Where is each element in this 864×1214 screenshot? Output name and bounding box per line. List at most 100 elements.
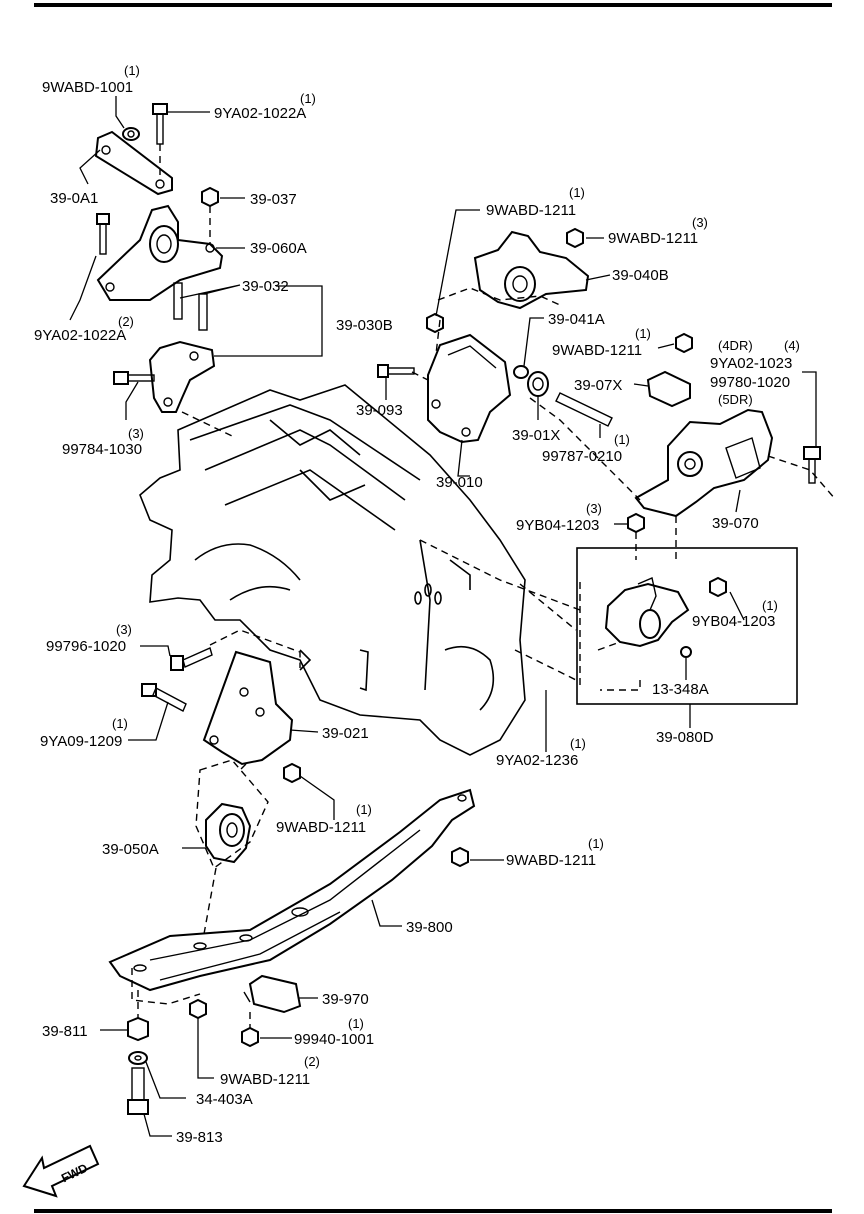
callout-part-number: 39-970 — [322, 991, 369, 1008]
nut-9wabd-1211-left — [426, 312, 444, 334]
bracket-39-970 — [243, 974, 302, 1014]
callout-part-number: 39-032 — [242, 278, 289, 295]
callout-variant-4dr-5dr: (4DR) (4) 9YA02-1023 99780-1020 (5DR) — [710, 338, 800, 407]
callout-39-070: 39-070 — [712, 515, 759, 532]
callout-9yb04-1203-left: (3) 9YB04-1203 — [516, 501, 602, 534]
callout-39-030b: 39-030B — [336, 317, 393, 334]
callout-9ya02-1022a-side: (2) 9YA02-1022A — [34, 314, 134, 344]
damper-39-07x — [646, 370, 691, 408]
callout-qty: (1) — [570, 736, 586, 751]
callout-99784-1030: (3) 99784-1030 — [62, 426, 144, 458]
callout-9wabd-1211-top: (3) 9WABD-1211 — [608, 215, 708, 247]
callout-part-number: 9YA02-1022A — [214, 105, 306, 122]
callout-9wabd-1211-crossmember: (1) 9WABD-1211 — [506, 836, 604, 869]
bracket-39-021 — [202, 650, 294, 766]
callout-qty: (1) — [124, 63, 140, 78]
callout-part-number: 39-041A — [548, 311, 605, 328]
callout-39-010: 39-010 — [436, 474, 483, 491]
callout-39-07x: 39-07X — [574, 377, 622, 394]
callout-9wabd-1211-right: (1) 9WABD-1211 — [552, 326, 651, 359]
leader-lines — [69, 96, 817, 1137]
nut-9wabd-1211-right — [675, 332, 693, 354]
callout-part-number: 99787-0210 — [542, 448, 622, 465]
forward-arrow-icon: FWD — [22, 1144, 100, 1198]
callout-part-number: 39-010 — [436, 474, 483, 491]
callout-part-number: 39-813 — [176, 1129, 223, 1146]
callout-part-number: 34-403A — [196, 1091, 253, 1108]
bolt-9ya02-1022a-top — [152, 103, 168, 145]
callout-part-number: 39-070 — [712, 515, 759, 532]
callout-part-number: 39-021 — [322, 725, 369, 742]
variant-part-alt: 99780-1020 — [710, 374, 790, 391]
callout-39-813: 39-813 — [176, 1129, 223, 1146]
callout-part-number: 39-040B — [612, 267, 669, 284]
callout-part-number: 9WABD-1001 — [42, 79, 133, 96]
callout-part-number: 13-348A — [652, 681, 709, 698]
variant-4dr-label: (4DR) — [718, 338, 753, 353]
callout-part-number: 9WABD-1211 — [276, 819, 366, 836]
mount-39-070 — [634, 408, 774, 518]
callout-39-040b: 39-040B — [612, 267, 669, 284]
bolt-39-093 — [377, 364, 415, 378]
callout-13-348a: 13-348A — [652, 681, 709, 698]
callout-9wabd-1211-left: (1) 9WABD-1211 — [486, 185, 585, 219]
callout-part-number: 39-811 — [42, 1023, 88, 1040]
callout-part-number: 9WABD-1211 — [552, 342, 642, 359]
callout-39-037: 39-037 — [250, 191, 297, 208]
variant-5dr-label: (5DR) — [718, 392, 753, 407]
callout-9wabd-1211-lower: (2) 9WABD-1211 — [220, 1054, 320, 1088]
callout-part-number: 9WABD-1211 — [506, 852, 596, 869]
bolt-9ya09-1209 — [141, 683, 187, 712]
callout-39-970: 39-970 — [322, 991, 369, 1008]
callout-part-number: 39-030B — [336, 317, 393, 334]
variant-part-4dr: 9YA02-1023 — [710, 355, 792, 372]
callout-qty: (3) — [128, 426, 144, 441]
callout-part-number: 9YB04-1203 — [692, 613, 775, 630]
bracket-39-0a1 — [94, 130, 173, 196]
callout-qty: (3) — [116, 622, 132, 637]
callout-9wabd-1001: (1) 9WABD-1001 — [42, 63, 140, 96]
callout-39-01x: 39-01X — [512, 427, 560, 444]
callout-qty: (1) — [112, 716, 128, 731]
callout-part-number: 9YA02-1236 — [496, 752, 578, 769]
callout-part-number: 99940-1001 — [294, 1031, 374, 1048]
callout-qty: (3) — [586, 501, 602, 516]
washer-34-403a — [128, 1051, 148, 1065]
callout-qty: (2) — [304, 1054, 320, 1069]
callout-qty: (2) — [118, 314, 134, 329]
bolt-99787-0210 — [555, 392, 613, 427]
nut-9wabd-1211-top — [566, 227, 584, 249]
callout-39-080d: 39-080D — [656, 729, 714, 746]
washer-39-041a — [513, 365, 529, 379]
nut-99940-1001 — [241, 1026, 259, 1048]
callout-part-number: 9YA02-1022A — [34, 327, 126, 344]
engine-block-outline — [139, 384, 526, 756]
callout-qty: (1) — [300, 91, 316, 106]
bushing-39-01x — [527, 371, 549, 397]
callout-39-0a1: 39-0A1 — [50, 190, 98, 207]
nut-9yb04-1203-left — [627, 512, 645, 534]
bracket-39-010 — [427, 333, 512, 444]
crossmember-39-800 — [108, 788, 476, 992]
nut-9wabd-1001 — [122, 127, 140, 141]
callout-qty: (1) — [762, 598, 778, 613]
nut-9wabd-1211-mid — [283, 762, 301, 784]
stud-39-813 — [127, 1067, 149, 1115]
callout-part-number: 99796-1020 — [46, 638, 126, 655]
inset-box-39-080d — [576, 547, 798, 705]
callout-39-050a: 39-050A — [102, 841, 159, 858]
callout-39-093: 39-093 — [356, 402, 403, 419]
callout-qty: (1) — [635, 326, 651, 341]
callout-part-number: 39-07X — [574, 377, 622, 394]
callout-part-number: 39-060A — [250, 240, 307, 257]
mount-39-040b — [473, 230, 590, 310]
bolt-99784-1030 — [113, 371, 155, 385]
callout-39-041a: 39-041A — [548, 311, 605, 328]
nut-9wabd-1211-crossmember — [451, 846, 469, 868]
callout-9ya02-1236: (1) 9YA02-1236 — [496, 736, 586, 769]
callout-99787-0210: (1) 99787-0210 — [542, 432, 630, 465]
callout-part-number: 39-050A — [102, 841, 159, 858]
callout-qty: (1) — [356, 802, 372, 817]
callout-part-number: 99784-1030 — [62, 441, 142, 458]
